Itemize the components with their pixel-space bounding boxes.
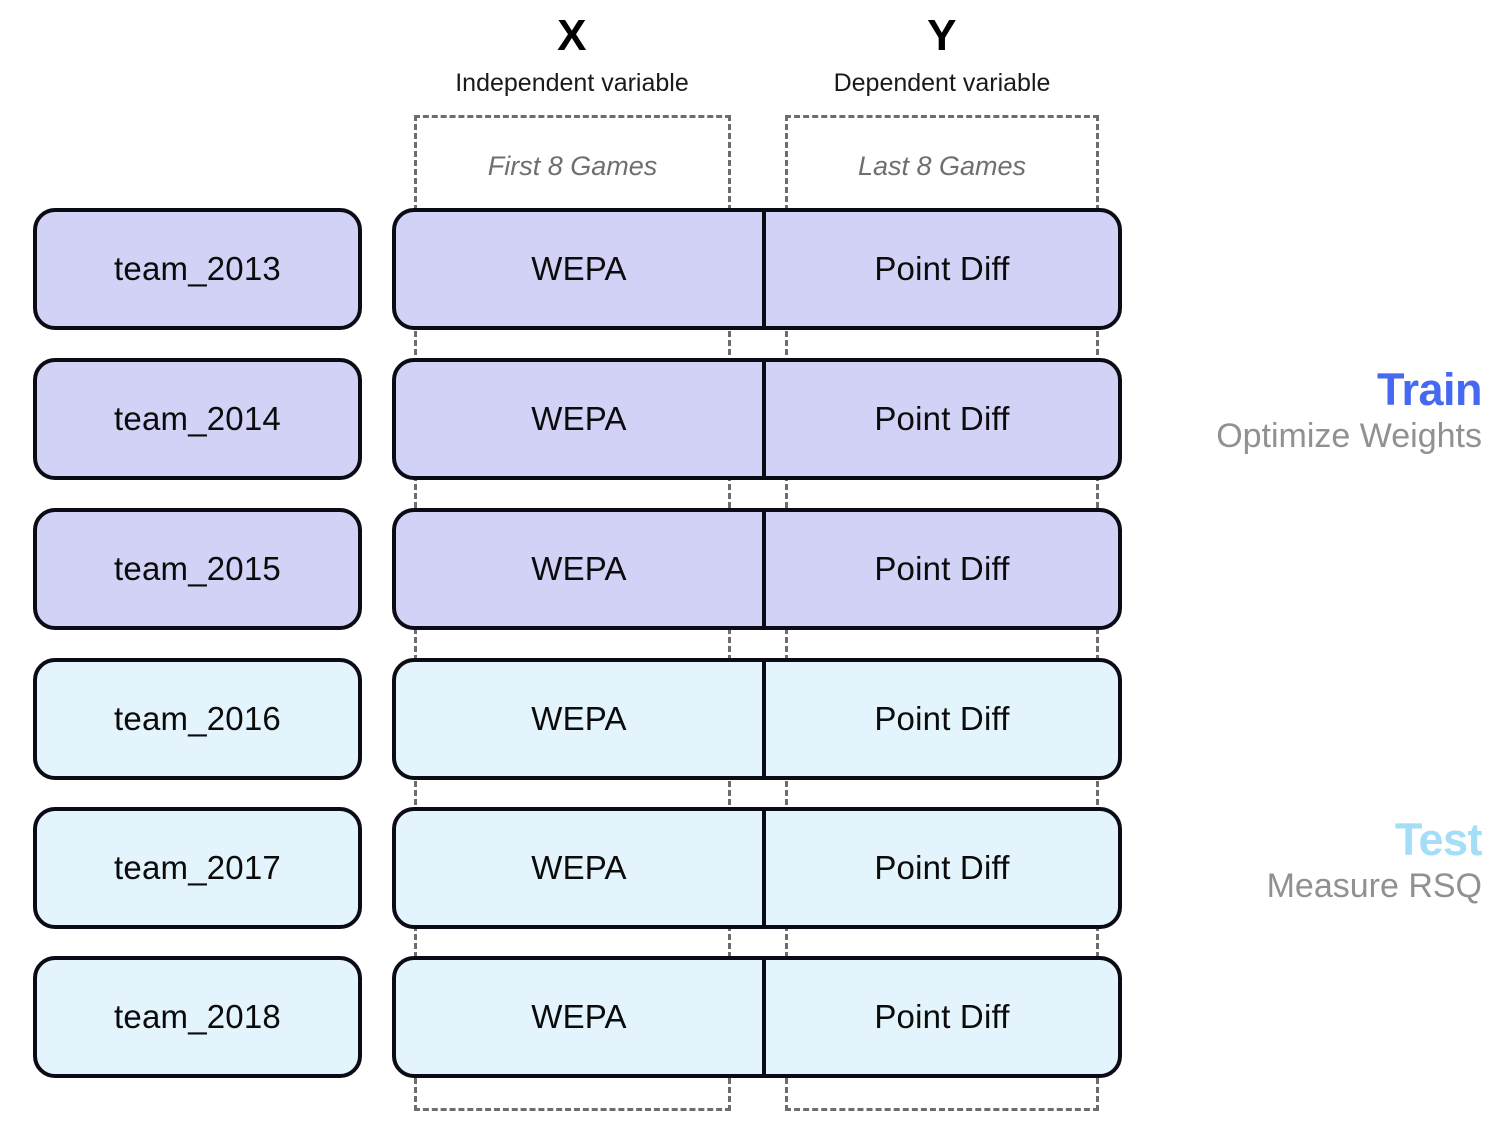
team-label: team_2018: [114, 998, 281, 1035]
cell-x-label: WEPA: [531, 998, 627, 1035]
split-title-train: Train: [1376, 364, 1483, 415]
column-header-x: X Independent variable: [412, 14, 732, 96]
team-label: team_2016: [114, 700, 281, 737]
cell-y: Point Diff: [766, 362, 1118, 476]
data-capsule[interactable]: WEPA Point Diff: [392, 358, 1122, 480]
cell-x-label: WEPA: [531, 400, 627, 437]
dashed-caption-x: First 8 Games: [487, 151, 658, 181]
data-capsule[interactable]: WEPA Point Diff: [392, 956, 1122, 1078]
cell-y: Point Diff: [766, 811, 1118, 925]
cell-y: Point Diff: [766, 512, 1118, 626]
team-label: team_2015: [114, 550, 281, 587]
cell-y-label: Point Diff: [874, 700, 1010, 737]
cell-y-label: Point Diff: [874, 849, 1010, 886]
data-capsule[interactable]: WEPA Point Diff: [392, 508, 1122, 630]
cell-x: WEPA: [396, 212, 766, 326]
cell-x: WEPA: [396, 662, 766, 776]
split-label-test: Test Measure RSQ: [1002, 814, 1483, 905]
cell-y: Point Diff: [766, 960, 1118, 1074]
cell-y: Point Diff: [766, 662, 1118, 776]
column-subtitle-y: Dependent variable: [833, 69, 1051, 97]
column-letter-x: X: [557, 11, 587, 60]
data-capsule[interactable]: WEPA Point Diff: [392, 658, 1122, 780]
team-box[interactable]: team_2014: [33, 358, 362, 480]
cell-y-label: Point Diff: [874, 550, 1010, 587]
cell-x: WEPA: [396, 811, 766, 925]
column-letter-y: Y: [927, 11, 957, 60]
split-description-test: Measure RSQ: [1266, 866, 1482, 905]
split-title-test: Test: [1394, 814, 1483, 865]
split-description-train: Optimize Weights: [1216, 416, 1482, 455]
data-capsule[interactable]: WEPA Point Diff: [392, 208, 1122, 330]
cell-y: Point Diff: [766, 212, 1118, 326]
cell-x: WEPA: [396, 960, 766, 1074]
cell-x-label: WEPA: [531, 250, 627, 287]
cell-x-label: WEPA: [531, 700, 627, 737]
column-subtitle-x: Independent variable: [455, 69, 689, 97]
team-box[interactable]: team_2017: [33, 807, 362, 929]
team-label: team_2017: [114, 849, 281, 886]
team-box[interactable]: team_2013: [33, 208, 362, 330]
data-capsule[interactable]: WEPA Point Diff: [392, 807, 1122, 929]
dashed-caption-y: Last 8 Games: [857, 151, 1027, 181]
cell-x-label: WEPA: [531, 849, 627, 886]
cell-x: WEPA: [396, 362, 766, 476]
team-box[interactable]: team_2018: [33, 956, 362, 1078]
cell-x-label: WEPA: [531, 550, 627, 587]
split-label-train: Train Optimize Weights: [1002, 367, 1482, 455]
cell-y-label: Point Diff: [874, 400, 1010, 437]
team-box[interactable]: team_2015: [33, 508, 362, 630]
cell-x: WEPA: [396, 512, 766, 626]
cell-y-label: Point Diff: [874, 250, 1010, 287]
column-header-y: Y Dependent variable: [782, 14, 1102, 96]
team-box[interactable]: team_2016: [33, 658, 362, 780]
cell-y-label: Point Diff: [874, 998, 1010, 1035]
team-label: team_2013: [114, 250, 281, 287]
team-label: team_2014: [114, 400, 281, 437]
